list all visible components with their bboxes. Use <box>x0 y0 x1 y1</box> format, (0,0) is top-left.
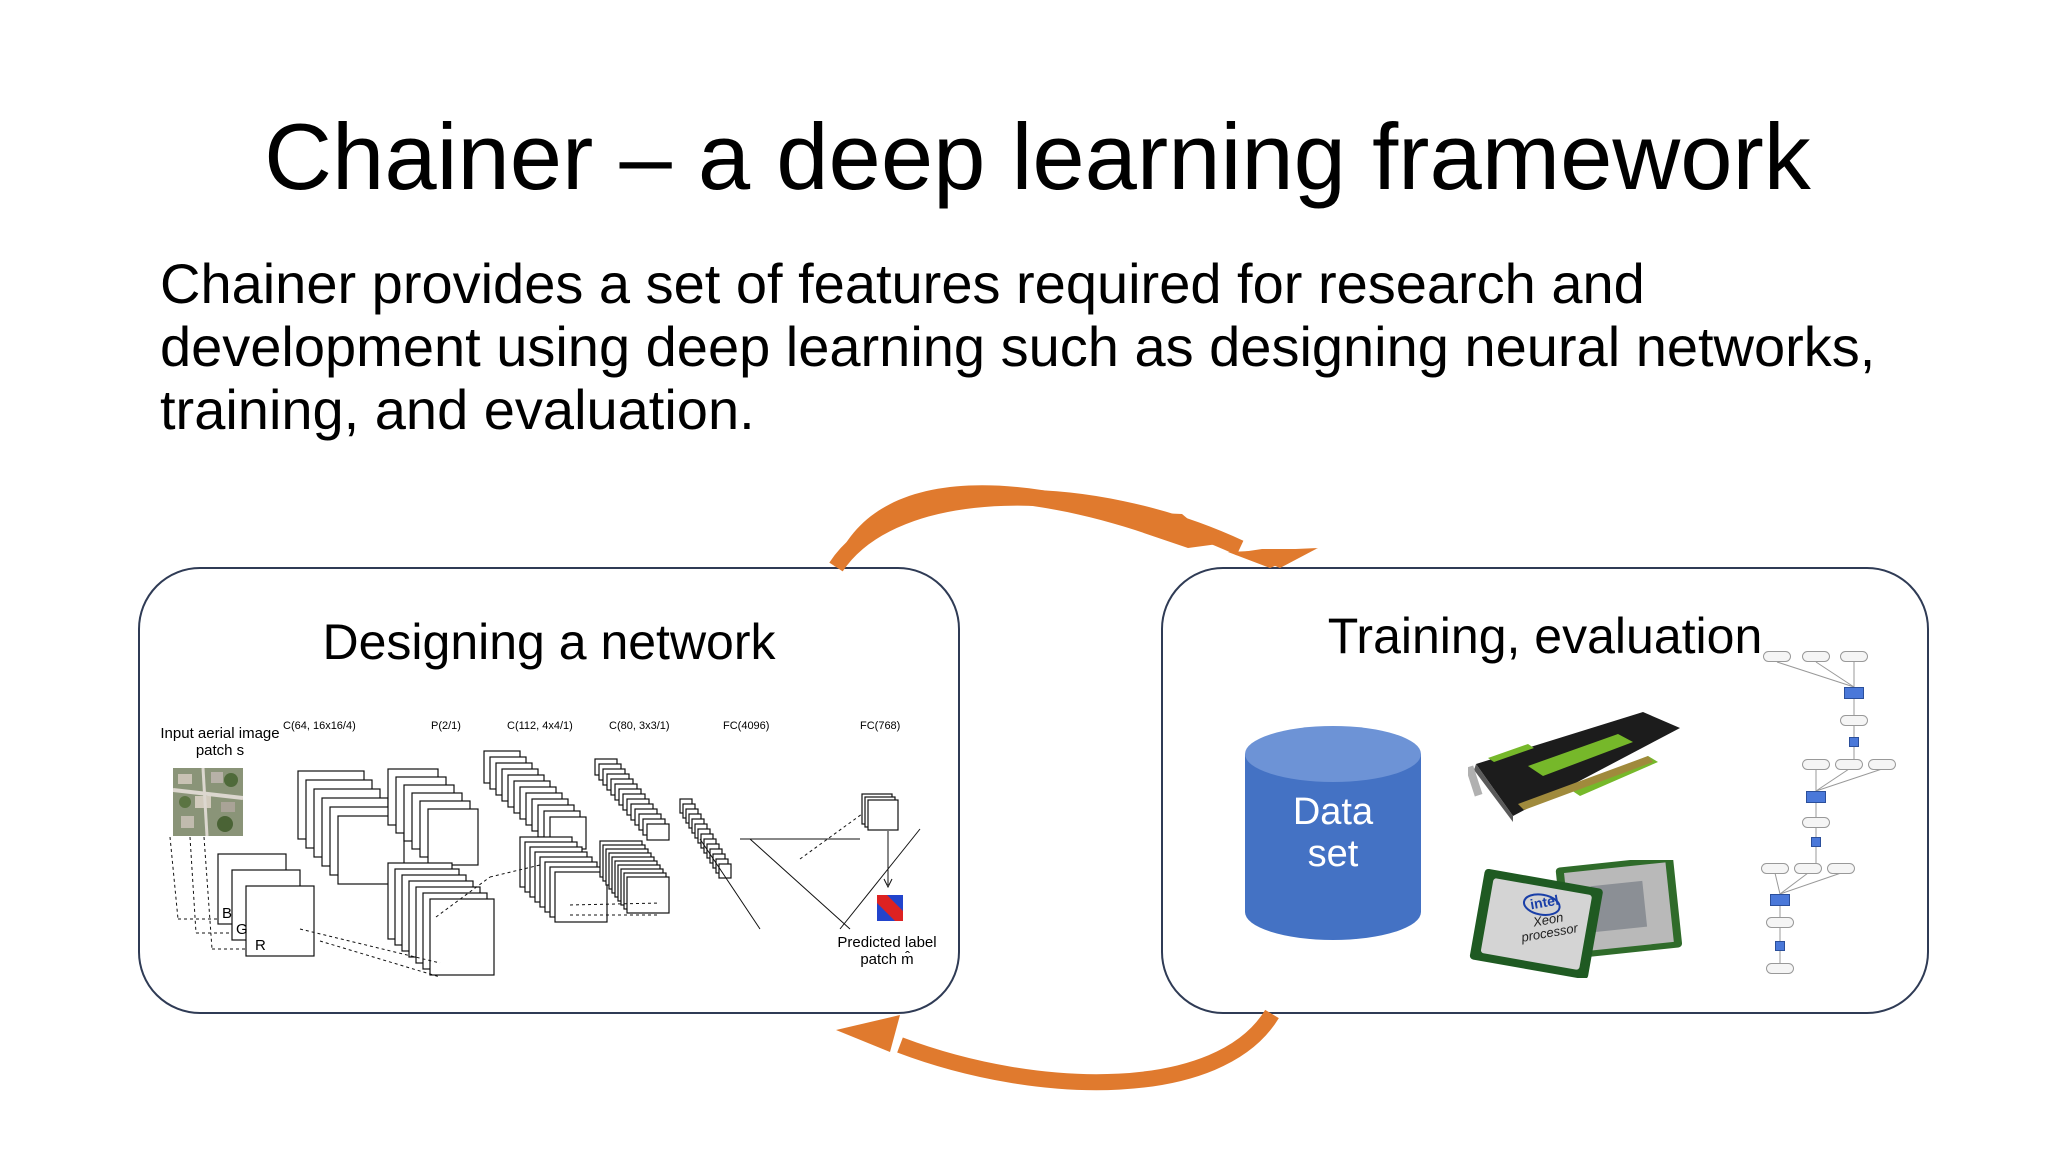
layer-label-3: C(112, 4x4/1) <box>507 720 573 732</box>
cycle-arrow-bottom <box>836 1009 1279 1091</box>
input-label: Input aerial image patch s <box>160 725 280 759</box>
dataset-label: Data set <box>1292 791 1374 875</box>
channel-label-g: G <box>236 921 248 938</box>
gpu-card-image <box>1468 712 1680 822</box>
layer-label-6: FC(768) <box>860 720 901 732</box>
predicted-label-patch-icon <box>877 895 903 921</box>
channel-label-r: R <box>255 937 266 954</box>
cpu-chip-image <box>1469 860 1683 978</box>
layer-label-4: C(80, 3x3/1) <box>609 720 670 732</box>
layer-label-1: C(64, 16x16/4) <box>283 720 356 732</box>
training-panel: Training, evaluation Data set intel Xeon… <box>1161 567 1929 1014</box>
layer-label-2: P(2/1) <box>431 720 461 732</box>
layer-label-5: FC(4096) <box>723 720 770 732</box>
output-label: Predicted label patch m̂ <box>837 934 937 968</box>
cycle-arrow-top <box>829 485 1318 572</box>
slide-title: Chainer – a deep learning framework <box>264 104 1811 209</box>
aerial-photo-image <box>173 768 243 836</box>
design-panel-heading: Designing a network <box>322 614 776 670</box>
dataset-cylinder-icon <box>1245 726 1421 940</box>
channel-label-b: B <box>222 905 233 922</box>
slide-body-text: Chainer provides a set of features requi… <box>160 252 1876 441</box>
training-panel-heading: Training, evaluation <box>1327 608 1763 664</box>
cnn-architecture-diagram <box>169 750 921 978</box>
design-panel: Designing a network Input aerial image p… <box>138 567 960 1014</box>
